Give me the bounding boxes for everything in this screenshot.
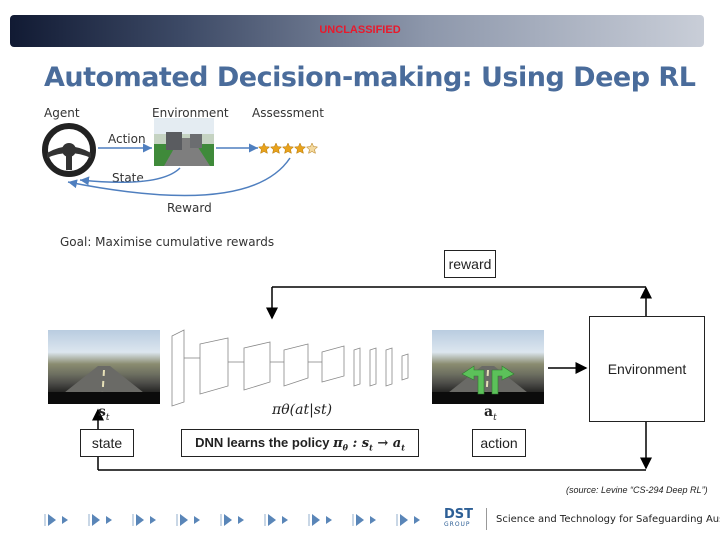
environment-road-image	[154, 118, 214, 166]
goal-text: Goal: Maximise cumulative rewards	[60, 235, 275, 249]
agent-label: Agent	[44, 106, 80, 120]
reward-label: Reward	[167, 201, 212, 215]
state-symbol: st	[98, 404, 110, 423]
rl-loop-diagram	[42, 118, 319, 197]
slide-title: Automated Decision-making: Using Deep RL	[44, 62, 696, 93]
header-bar	[10, 15, 704, 47]
action-symbol: at	[484, 404, 497, 423]
rating-stars-icon	[257, 142, 319, 154]
neural-network-diagram	[171, 329, 409, 407]
reward-box: reward	[444, 250, 496, 278]
output-road-image	[432, 330, 544, 404]
action-label: Action	[108, 132, 146, 146]
assessment-label: Assessment	[252, 106, 324, 120]
input-road-image	[48, 330, 160, 404]
environment-box: Environment	[589, 316, 705, 422]
policy-text: DNN learns the policy	[195, 435, 330, 450]
steering-wheel-icon	[42, 123, 96, 177]
footer-arrow-pattern	[44, 514, 420, 526]
source-citation: (source: Levine “CS-294 Deep RL”)	[566, 485, 708, 495]
action-box: action	[472, 429, 526, 457]
policy-symbol: πθ(at|st)	[272, 402, 333, 418]
environment-label: Environment	[152, 106, 229, 120]
footer-divider	[486, 508, 487, 530]
state-box: state	[80, 429, 134, 457]
footer-tagline: Science and Technology for Safeguarding …	[496, 514, 720, 525]
classification-banner: UNCLASSIFIED	[319, 24, 401, 36]
dst-group-logo: DST GROUP	[444, 507, 474, 528]
policy-box: DNN learns the policy πθ : st → at	[181, 429, 419, 457]
steering-arrows-icon	[461, 365, 515, 395]
